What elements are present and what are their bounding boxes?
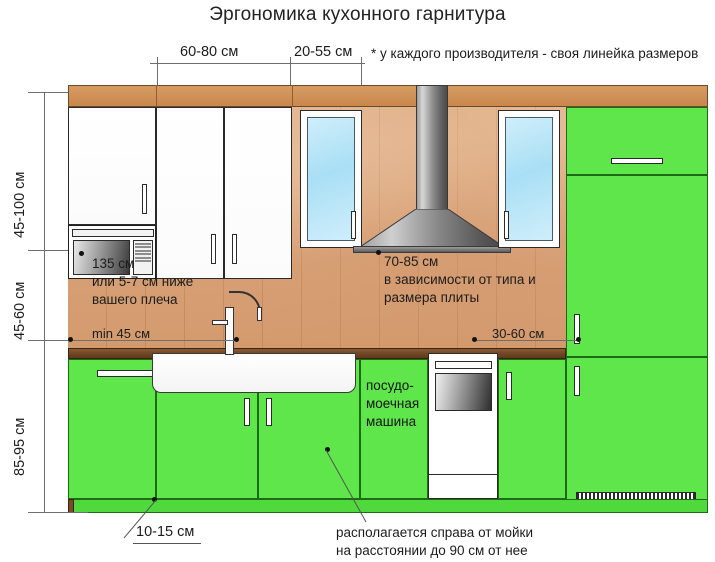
right-depth-dot-right <box>576 337 581 342</box>
glass-pane <box>505 117 553 241</box>
hood-height-anchor-dot <box>376 250 381 255</box>
plinth-end-cap <box>68 499 74 513</box>
plinth-label-underline <box>133 543 201 544</box>
faucet-stem <box>225 307 234 355</box>
right-depth-dot-left <box>472 337 477 342</box>
oven-warming-drawer[interactable] <box>429 474 497 498</box>
upper-zone-height-label: 45-100 см <box>12 171 28 238</box>
upper-cabinet-depth-label: 20-55 см <box>294 44 353 60</box>
floor-line <box>28 512 88 513</box>
top-dim-cap-left <box>150 63 158 64</box>
min-backsplash-dimension-line <box>70 340 238 341</box>
oven-icon[interactable] <box>428 353 498 499</box>
manufacturer-note: * у каждого производителя - своя линейка… <box>371 46 699 61</box>
lower-zone-height-label: 85-95 см <box>12 417 28 476</box>
min-backsplash-dot-right <box>234 337 239 342</box>
microwave-icon <box>68 225 156 279</box>
top-dim-tick-left <box>157 57 158 93</box>
cabinet-handle-icon[interactable] <box>142 184 147 214</box>
top-dimension-line <box>150 63 365 64</box>
glass-cabinet-left[interactable] <box>300 110 362 248</box>
cabinet-handle-icon[interactable] <box>244 398 250 426</box>
min-backsplash-dot-left <box>68 337 73 342</box>
cabinet-handle-icon[interactable] <box>506 372 512 400</box>
right-depth-dimension-line <box>474 340 580 341</box>
cabinet-handle-icon[interactable] <box>574 314 580 344</box>
cabinet-handle-icon[interactable] <box>504 211 509 239</box>
oven-door-glass <box>435 373 492 411</box>
dishwasher-placement-note: располагается справа от мойки на расстоя… <box>336 524 533 560</box>
kitchen-elevation-drawing: посудо- моечная машина <box>68 85 708 513</box>
cabinet-handle-icon[interactable] <box>611 158 663 164</box>
shoulder-note-line1: 135 см <box>92 256 135 271</box>
dishwasher-label-line3: машина <box>366 414 417 430</box>
microwave-top-bar <box>72 229 154 237</box>
hood-note-line3: размера плиты <box>384 289 480 305</box>
upper-cabinet-width-label: 60-80 см <box>180 44 239 60</box>
hood-height-note: 70-85 см в зависимости от типа и размера… <box>384 253 536 306</box>
microwave-control-panel <box>133 240 153 275</box>
min-backsplash-label: min 45 см <box>92 326 151 341</box>
dishwasher-leader-dot <box>325 447 330 452</box>
shoulder-note-line2: или 5-7 см ниже <box>92 273 194 289</box>
backsplash-zone-height-label: 45-60 см <box>12 281 28 340</box>
left-dim-tick-1 <box>28 250 68 251</box>
cornice-trim <box>68 85 708 107</box>
oven-control-panel[interactable] <box>435 361 492 369</box>
upper-cabinet-door-2[interactable] <box>156 107 224 279</box>
dishwasher-label-line1: посудо- <box>366 378 414 393</box>
top-dim-tick-right <box>361 57 362 93</box>
top-dim-tick-mid <box>290 57 291 93</box>
cabinet-handle-icon[interactable] <box>266 398 272 426</box>
tall-cabinet-lower-door[interactable] <box>566 357 708 503</box>
faucet-handle[interactable] <box>212 320 228 325</box>
left-dim-tick-top <box>28 92 68 93</box>
lower-cabinet-1[interactable] <box>68 359 156 499</box>
cabinet-handle-icon[interactable] <box>574 366 580 396</box>
dishwasher-placement-line2: на расстоянии до 90 см от нее <box>336 542 528 558</box>
glass-pane <box>307 117 355 241</box>
tall-cabinet-upper-door[interactable] <box>566 107 708 175</box>
right-depth-label: 30-60 см <box>492 326 545 341</box>
plinth-height-label: 10-15 см <box>136 524 195 540</box>
dishwasher-label: посудо- моечная машина <box>366 377 419 432</box>
range-hood-icon <box>360 209 504 248</box>
page-title: Эргономика кухонного гарнитура <box>209 4 506 25</box>
dishwasher-label-line2: моечная <box>366 396 420 412</box>
plinth-leader-line <box>123 499 157 539</box>
cornice-seam-1 <box>156 85 157 107</box>
shoulder-height-note: 135 см или 5-7 см ниже вашего плеча <box>92 255 193 308</box>
dishwasher-placement-line1: располагается справа от мойки <box>336 525 533 540</box>
hood-note-line2: в зависимости от типа и <box>384 271 536 287</box>
left-dim-tick-2 <box>28 340 68 341</box>
tall-cabinet-mid-door[interactable] <box>566 175 708 357</box>
cabinet-handle-icon[interactable] <box>232 234 237 264</box>
dishwasher-leader-line <box>325 449 367 523</box>
range-hood-lip <box>353 246 511 253</box>
shoulder-height-anchor-dot <box>79 251 84 256</box>
left-dimension-line <box>44 92 45 512</box>
glass-cabinet-right[interactable] <box>498 110 560 248</box>
faucet-spout <box>257 307 262 321</box>
cabinet-handle-icon[interactable] <box>97 370 153 377</box>
hood-note-line1: 70-85 см <box>384 254 439 269</box>
upper-cabinet-door-1[interactable] <box>68 107 156 225</box>
upper-cabinet-door-3[interactable] <box>224 107 292 279</box>
sink-icon <box>152 353 356 393</box>
cabinet-handle-icon[interactable] <box>211 234 216 264</box>
range-hood-duct <box>416 85 448 210</box>
dishwasher-front[interactable] <box>360 359 428 499</box>
cornice-seam-2 <box>292 85 293 107</box>
lower-cabinet-right[interactable] <box>498 359 566 499</box>
microwave-door-glass <box>73 240 130 275</box>
cabinet-handle-icon[interactable] <box>351 211 356 239</box>
shoulder-note-line3: вашего плеча <box>92 291 178 307</box>
plinth-leader-dot <box>152 497 157 502</box>
